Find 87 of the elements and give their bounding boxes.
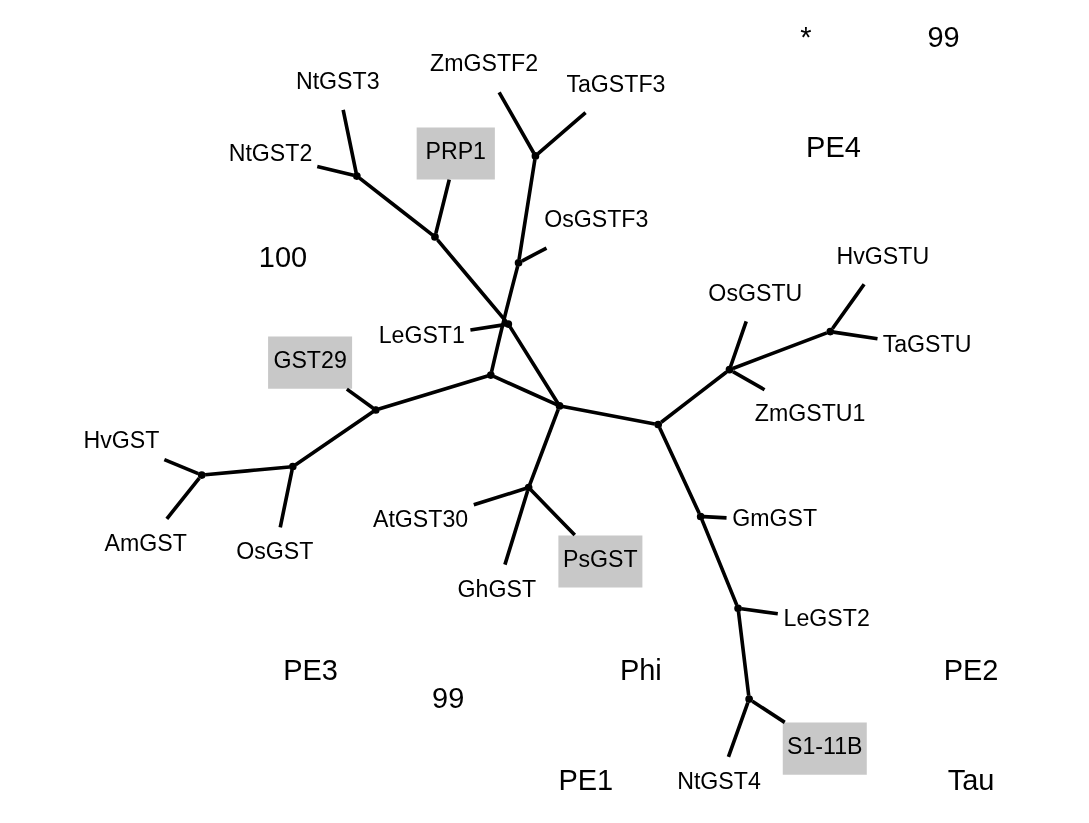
connector: [503, 490, 530, 566]
label: PE4: [806, 131, 861, 164]
connector: [341, 109, 358, 174]
connector: [294, 410, 374, 467]
node-text: GhGST: [457, 575, 537, 602]
connector: [736, 611, 751, 696]
node-point: [531, 152, 540, 160]
connector: [378, 374, 489, 411]
connector: [700, 518, 739, 606]
connector: [205, 465, 290, 477]
label: 100: [258, 241, 308, 274]
connector: [741, 607, 779, 616]
connector: [657, 426, 701, 515]
connector: [493, 374, 558, 407]
node-box: S1-11B: [782, 722, 867, 775]
label: PE1: [558, 764, 614, 797]
connector: [751, 699, 786, 724]
connector: [278, 469, 294, 528]
node-point: [826, 327, 835, 336]
node-point: [696, 512, 705, 521]
connector: [528, 408, 560, 486]
node-text: ZmGSTF2: [430, 50, 539, 77]
node-point: [654, 420, 663, 429]
label: PE2: [943, 654, 999, 687]
label: 99: [432, 681, 465, 714]
connector: [163, 458, 199, 476]
node-point: [288, 462, 297, 471]
node-text: HvGST: [83, 426, 160, 453]
node-text: TaGSTF3: [566, 70, 666, 97]
node-text: AmGST: [104, 529, 187, 556]
connector: [489, 265, 520, 373]
connector: [316, 164, 355, 178]
connector: [703, 514, 727, 520]
node-text: OsGST: [236, 538, 314, 565]
node-point: [524, 483, 533, 492]
connector: [536, 111, 587, 156]
node-text: NtGST3: [295, 68, 380, 95]
node-text: NtGST2: [228, 139, 313, 166]
node-text: ZmGSTU1: [754, 400, 866, 427]
label: PE3: [283, 654, 338, 687]
label: *: [800, 21, 812, 54]
node-text: GmGST: [732, 504, 818, 531]
connector: [732, 370, 766, 392]
connector: [517, 158, 537, 260]
connector: [470, 322, 506, 332]
node-box: PRP1: [416, 127, 495, 180]
label: Tau: [947, 764, 995, 797]
label: Phi: [619, 654, 662, 687]
connector: [660, 370, 728, 424]
node-point: [197, 471, 206, 479]
connector: [831, 283, 866, 330]
node-point: [734, 604, 742, 613]
node-point: [504, 320, 513, 328]
node-point: [486, 371, 495, 379]
node-point: [514, 258, 523, 267]
node-text: AtGST30: [372, 506, 469, 533]
connector: [732, 331, 828, 371]
node-point: [555, 402, 564, 410]
connector: [726, 702, 750, 758]
node-text: LeGST2: [783, 604, 870, 631]
connector: [529, 488, 577, 537]
connector: [521, 246, 548, 263]
connector: [358, 176, 434, 237]
connector: [562, 404, 656, 426]
node-text: HvGSTU: [836, 242, 930, 269]
label: 99: [927, 21, 960, 54]
node-text: OsGSTF3: [544, 206, 649, 233]
connector: [345, 387, 374, 410]
node-point: [353, 172, 361, 180]
node-text: LeGST1: [378, 322, 465, 349]
node-point: [745, 695, 753, 703]
connector: [434, 179, 451, 234]
node-box: GST29: [268, 336, 353, 389]
node-text: TaGSTU: [882, 330, 972, 357]
connector: [508, 325, 560, 405]
connector: [497, 91, 536, 154]
connector: [165, 476, 201, 520]
node-text: OsGSTU: [708, 279, 803, 306]
connector: [473, 486, 527, 507]
node-point: [725, 365, 734, 374]
connector: [728, 320, 748, 368]
connector: [436, 238, 508, 323]
connector: [833, 330, 878, 341]
node-text: NtGST4: [677, 767, 761, 794]
node-box: PsGST: [558, 535, 643, 588]
node-point: [371, 406, 380, 414]
node-point: [431, 233, 439, 241]
